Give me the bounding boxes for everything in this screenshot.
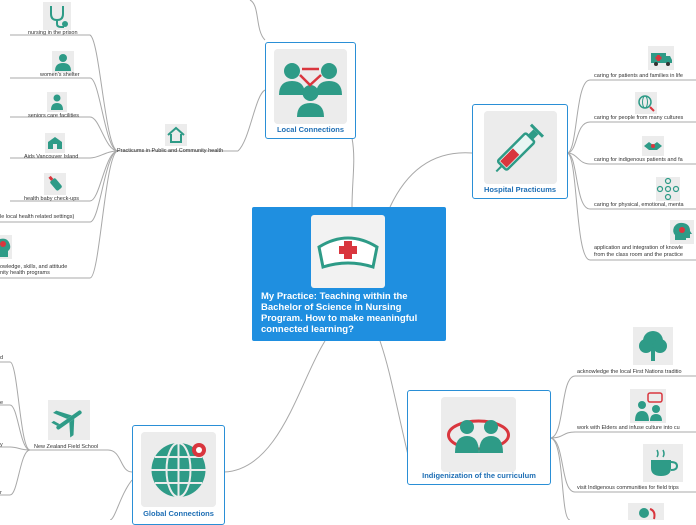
hospital-item-label: caring for people from many cultures (594, 115, 684, 121)
globe-pin-icon (141, 432, 216, 507)
indig-item-label: visit Indigenous communities for field t… (577, 485, 679, 491)
stethoscope-icon (43, 2, 71, 30)
global-left-label: e (0, 400, 4, 406)
local-item-label: seniors care facilities (28, 113, 80, 119)
central-topic[interactable]: My Practice: Teaching within the Bachelo… (252, 207, 446, 341)
local-item-label: owledge, skills, and attitude (0, 264, 68, 270)
local-connections-title: Local Connections (276, 125, 345, 134)
network-icon (656, 177, 680, 201)
handshake-icon (642, 136, 664, 156)
clinic-icon (45, 133, 65, 153)
elderly-icon (47, 92, 67, 112)
hospital-item-label: caring for patients and families in life (594, 73, 683, 79)
nurse-cap-icon (311, 215, 385, 288)
global-left-label: y (0, 442, 3, 448)
people-circle-icon (441, 397, 516, 472)
baby-bottle-icon (44, 173, 66, 195)
partial-icon (628, 503, 664, 520)
global-connections-topic[interactable]: Global Connections (132, 425, 225, 525)
global-left-label: d (0, 355, 4, 361)
people-network-icon (274, 49, 347, 124)
local-item-label: le local health related settings) (0, 214, 75, 220)
tree-icon (633, 327, 673, 365)
hospital-item-label: application and integration of knowle (594, 245, 683, 251)
globe-search-icon (635, 92, 657, 114)
global-left-label: r (0, 490, 2, 496)
local-connections-topic[interactable]: Local Connections (265, 42, 356, 139)
indig-item-label: acknowledge the local First Nations trad… (577, 369, 682, 375)
practicums-label: Practicums in Public and Community healt… (117, 148, 224, 154)
indig-item-label: work with Elders and infuse culture into… (577, 425, 680, 431)
hospital-item-label: caring for indigenous patients and fa (594, 157, 683, 163)
hospital-item-label-line2: from the class room and the practice (594, 252, 683, 258)
coffee-icon (643, 444, 683, 482)
global-connections-title: Global Connections (143, 509, 214, 518)
head-icon (0, 235, 12, 259)
indigenization-topic[interactable]: Indigenization of the curriculum (407, 390, 551, 485)
local-item-label-line2: nity health programs (0, 270, 50, 276)
nz-field-school-label: New Zealand Field School (34, 444, 99, 450)
indigenization-title: Indigenization of the curriculum (422, 471, 536, 480)
people-icon (52, 51, 74, 73)
hospital-practicums-topic[interactable]: Hospital Practicums (472, 104, 568, 199)
house-icon (165, 124, 187, 146)
local-item-label: health baby check-ups (24, 196, 80, 202)
elders-talk-icon (630, 389, 666, 423)
ambulance-icon (648, 46, 674, 70)
syringe-icon (484, 111, 557, 184)
local-item-label: nursing in the prison (28, 30, 78, 36)
local-item-label: women's shelter (40, 72, 80, 78)
local-item-label: Aids Vancouver Island (24, 154, 79, 160)
head-gear-icon (670, 220, 694, 244)
central-title: My Practice: Teaching within the Bachelo… (261, 291, 418, 335)
airplane-icon (48, 400, 90, 440)
hospital-practicums-title: Hospital Practicums (483, 185, 557, 194)
hospital-item-label: caring for physical, emotional, menta (594, 202, 684, 208)
